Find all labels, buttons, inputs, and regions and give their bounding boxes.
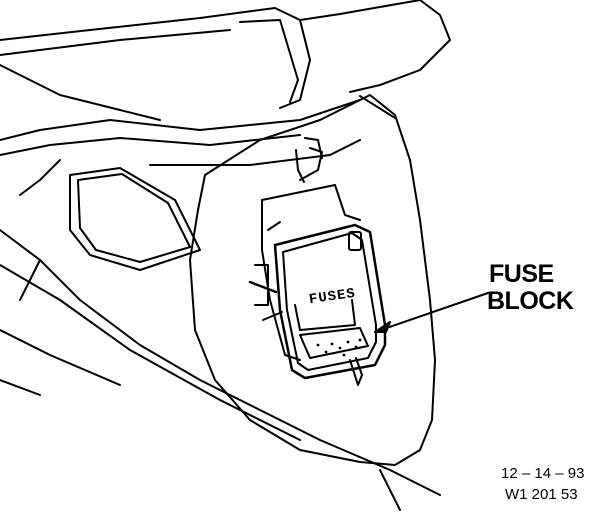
fuse-block-cover	[273, 223, 387, 386]
dashboard-trim-lines	[0, 99, 361, 196]
fuse-block-bracket	[248, 137, 361, 361]
kick-panel	[189, 94, 436, 511]
callout-leader	[374, 292, 489, 333]
callout-label-line1: FUSE	[489, 260, 554, 288]
figure-date-code: 12 – 14 – 93	[501, 465, 585, 482]
dashboard-top-edge	[0, 0, 451, 121]
callout-label-line2: BLOCK	[487, 287, 574, 315]
dashboard-lower-body	[0, 229, 441, 496]
figure-id-code: W1 201 53	[505, 486, 578, 503]
dashboard-vent-opening	[69, 167, 201, 271]
fuse-area-stipple	[316, 338, 362, 357]
